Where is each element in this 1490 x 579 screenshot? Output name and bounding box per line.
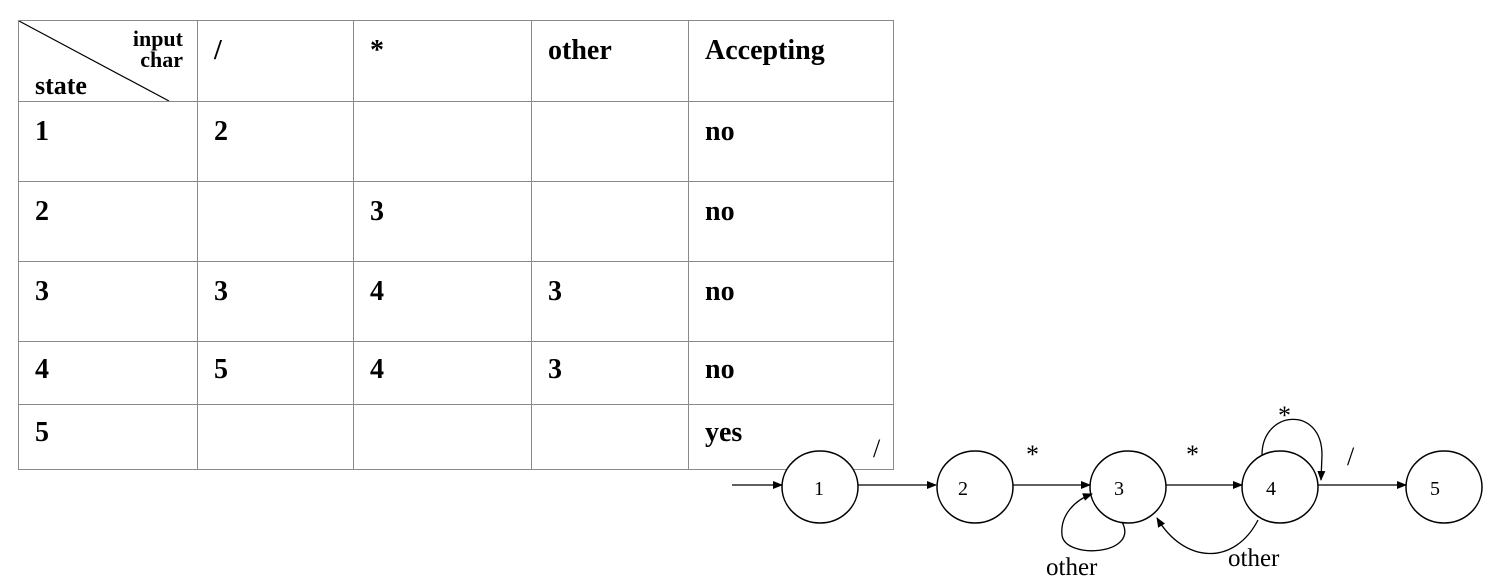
- cell-text: 3: [548, 354, 562, 385]
- state-label-4: 4: [1266, 478, 1276, 500]
- edge-label-3-3: other: [1046, 554, 1098, 579]
- column-header-star-text: *: [370, 35, 384, 66]
- edge-4-self-loop: [1261, 418, 1326, 481]
- edge-label-1-2: /: [873, 434, 881, 463]
- corner-column-heading-line2: char: [140, 47, 183, 72]
- cell-accepting: no: [688, 341, 894, 405]
- edge-label-4-4: *: [1278, 401, 1291, 430]
- cell-text: 3: [214, 276, 228, 307]
- transition-table: input char state / * other Accepting 1 2…: [18, 20, 894, 470]
- edge-label-4-5: /: [1347, 442, 1355, 471]
- cell-other: [531, 181, 689, 262]
- cell-text: 4: [370, 354, 384, 385]
- cell-slash: 5: [197, 341, 354, 405]
- cell-text: 5: [35, 417, 49, 448]
- cell-text: yes: [705, 417, 743, 448]
- state-node-1: 1: [781, 450, 859, 524]
- column-header-other-text: other: [548, 35, 612, 66]
- state-node-3: 3: [1089, 450, 1167, 524]
- edge-label-3-4: *: [1186, 440, 1199, 469]
- table-row: 2 3 no: [18, 181, 894, 262]
- table-corner-cell: input char state: [18, 20, 198, 102]
- corner-diagonal-line: [19, 21, 170, 101]
- column-header-star: *: [353, 20, 532, 102]
- cell-text: no: [705, 116, 735, 147]
- state-circle-5: [1405, 450, 1483, 524]
- state-circle-4: [1241, 450, 1319, 524]
- cell-text: no: [705, 276, 735, 307]
- cell-slash: 2: [197, 101, 354, 182]
- cell-state: 5: [18, 404, 198, 470]
- state-circle-2: [936, 450, 1014, 524]
- cell-text: 2: [214, 116, 228, 147]
- cell-state: 3: [18, 261, 198, 342]
- state-label-2: 2: [958, 478, 968, 500]
- corner-column-heading: input char: [132, 26, 183, 72]
- edge-label-4-3: other: [1228, 545, 1280, 572]
- cell-state: 4: [18, 341, 198, 405]
- state-circle-1: [781, 450, 859, 524]
- cell-state: 2: [18, 181, 198, 262]
- cell-text: 5: [214, 354, 228, 385]
- cell-accepting: no: [688, 101, 894, 182]
- table-row: 5 yes: [18, 404, 894, 470]
- edge-4-to-3: [1156, 517, 1259, 555]
- cell-text: 4: [35, 354, 49, 385]
- state-label-5: 5: [1430, 478, 1440, 500]
- edge-label-2-3: *: [1026, 440, 1039, 469]
- corner-column-heading-line1: input: [132, 26, 183, 51]
- cell-text: 2: [35, 196, 49, 227]
- state-node-2: 2: [936, 450, 1014, 524]
- cell-accepting: no: [688, 181, 894, 262]
- cell-text: no: [705, 354, 735, 385]
- cell-slash: [197, 181, 354, 262]
- cell-star: [353, 404, 532, 470]
- cell-text: 4: [370, 276, 384, 307]
- column-header-slash-text: /: [214, 35, 222, 66]
- cell-slash: [197, 404, 354, 470]
- cell-star: 4: [353, 261, 532, 342]
- edge-3-self-loop: [1061, 493, 1126, 552]
- cell-text: 3: [370, 196, 384, 227]
- state-node-4: 4: [1241, 450, 1319, 524]
- cell-text: no: [705, 196, 735, 227]
- state-node-5: 5: [1405, 450, 1483, 524]
- cell-text: 3: [35, 276, 49, 307]
- cell-text: 1: [35, 116, 49, 147]
- cell-accepting: no: [688, 261, 894, 342]
- state-label-1: 1: [814, 478, 824, 500]
- cell-text: 3: [548, 276, 562, 307]
- cell-other: [531, 101, 689, 182]
- state-circle-3: [1089, 450, 1167, 524]
- cell-star: [353, 101, 532, 182]
- table-row: 4 5 4 3 no: [18, 341, 894, 405]
- cell-star: 3: [353, 181, 532, 262]
- cell-slash: 3: [197, 261, 354, 342]
- table-row: 3 3 4 3 no: [18, 261, 894, 342]
- state-label-3: 3: [1114, 478, 1124, 500]
- column-header-accepting-text: Accepting: [705, 35, 825, 66]
- cell-other: 3: [531, 341, 689, 405]
- cell-star: 4: [353, 341, 532, 405]
- corner-row-heading: state: [35, 71, 87, 100]
